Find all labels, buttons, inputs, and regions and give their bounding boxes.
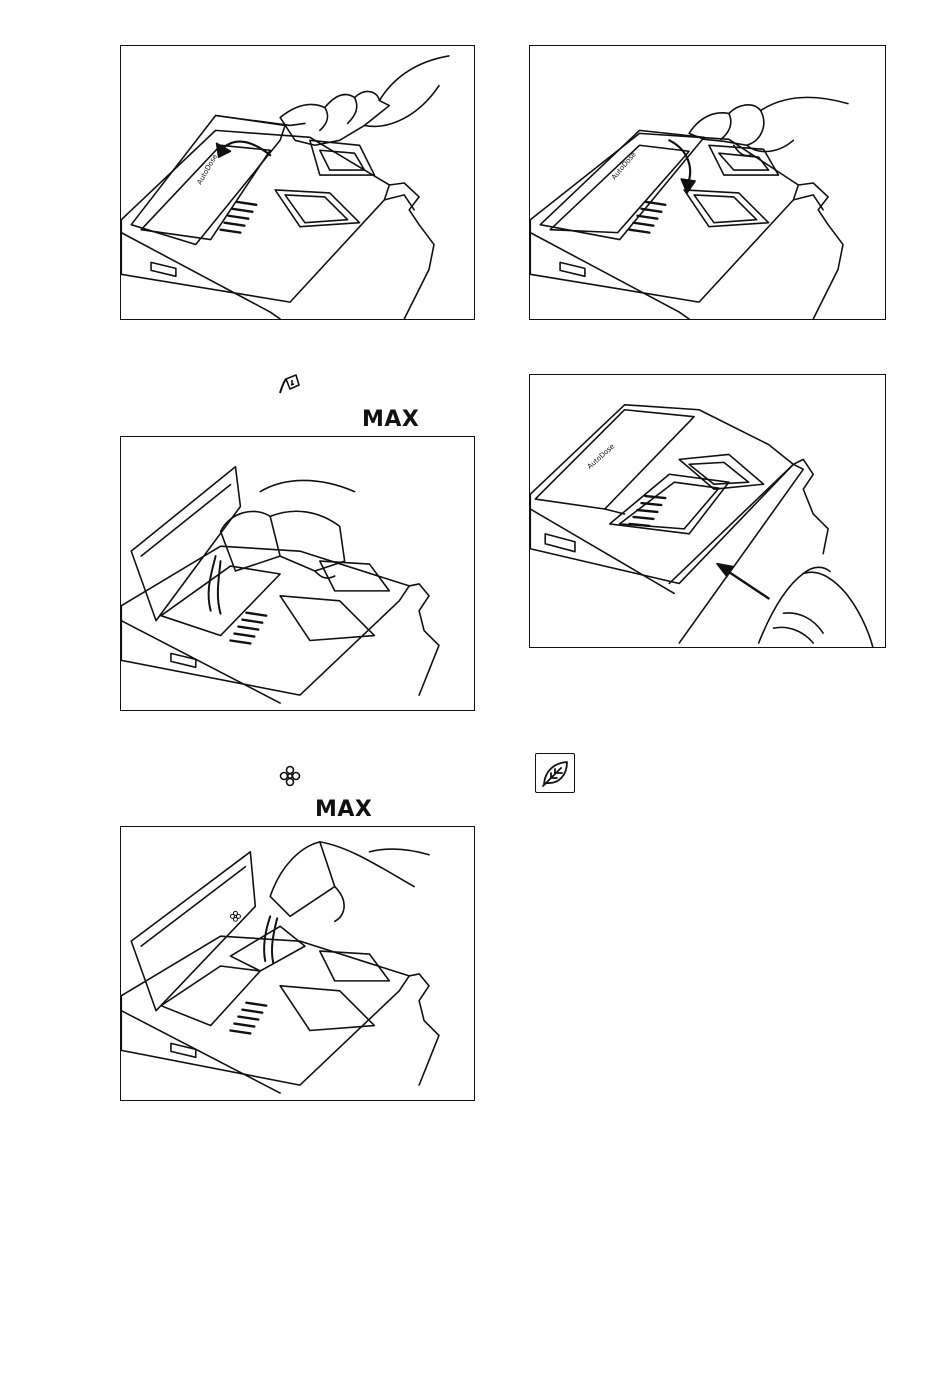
environment-note-box [535, 753, 575, 793]
max-fill-label: MAX [315, 799, 372, 821]
drawer-illustration: AutoDose [530, 46, 885, 319]
drawer-illustration: AutoDose [530, 375, 885, 647]
figure-fill-detergent [120, 436, 475, 711]
detergent-compartment-icon [277, 371, 303, 397]
max-fill-label: MAX [362, 409, 419, 431]
drawer-illustration [121, 827, 474, 1100]
figure-close-autodose-lid: AutoDose [529, 45, 886, 320]
figure-open-autodose-lid: AutoDose [120, 45, 475, 320]
autodose-label: AutoDose [196, 153, 220, 186]
figure-fill-softener [120, 826, 475, 1101]
figure-push-drawer-closed: AutoDose [529, 374, 886, 648]
leaf-icon [539, 757, 571, 789]
autodose-label: AutoDose [586, 442, 616, 470]
flower-icon [278, 764, 302, 788]
drawer-illustration: AutoDose [121, 46, 474, 319]
drawer-illustration [121, 437, 474, 710]
